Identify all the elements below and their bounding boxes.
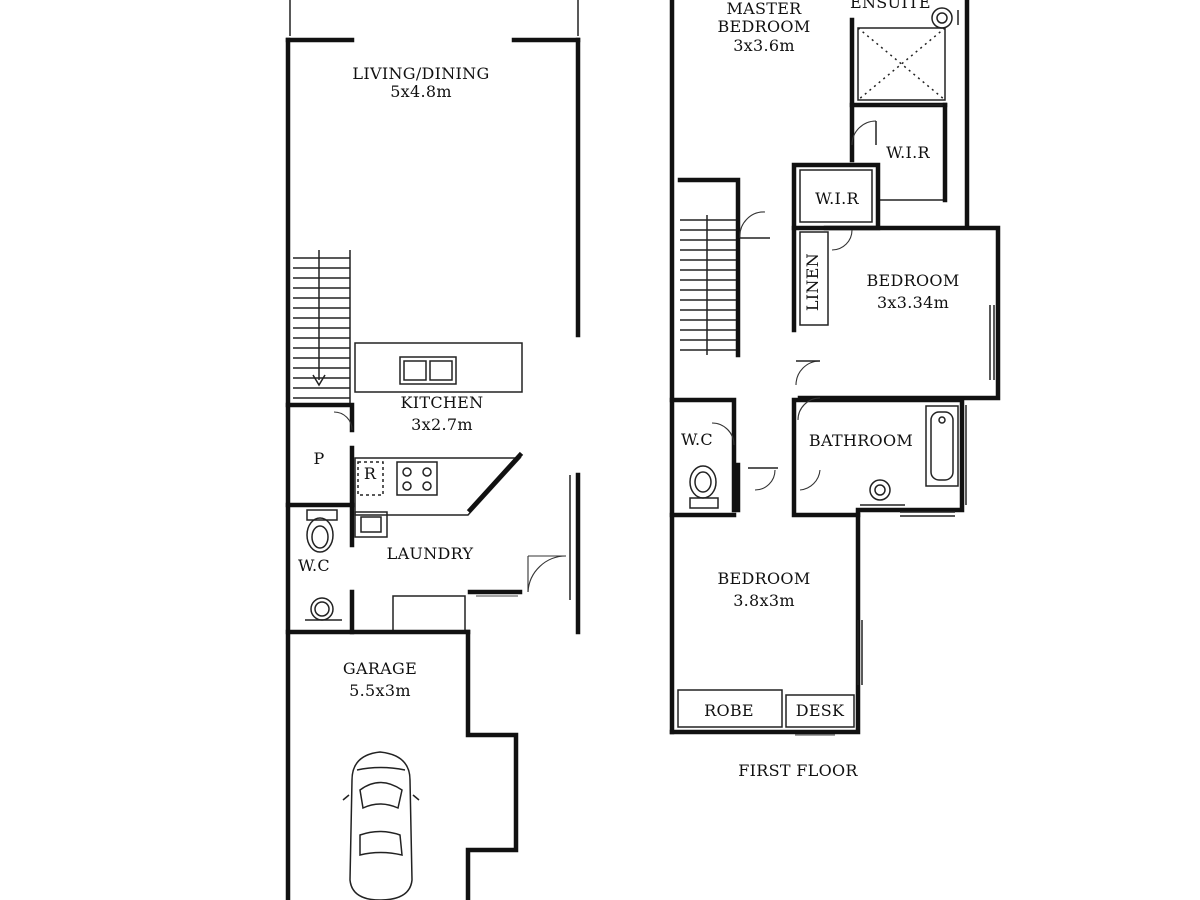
living-dining-label: LIVING/DINING 5x4.8m: [352, 64, 490, 102]
first-wc-label: W.C: [681, 430, 713, 449]
bedroom2-label: BEDROOM 3x3.34m: [866, 271, 960, 313]
living-dining-name: LIVING/DINING: [352, 64, 490, 83]
robe-label: ROBE: [704, 701, 754, 720]
ground-floor-plan: [285, 0, 581, 900]
ground-basin: [305, 597, 342, 621]
first-floor-title: FIRST FLOOR: [738, 761, 858, 780]
master-bedroom-size: 3x3.6m: [733, 35, 795, 55]
kitchen-bench: [354, 451, 524, 516]
kitchen-label: KITCHEN 3x2.7m: [400, 393, 484, 435]
bathroom-basin: [860, 479, 905, 506]
bathtub-icon: [925, 405, 959, 487]
pantry-label: P: [313, 449, 325, 468]
ground-toilet: [306, 509, 338, 553]
garage-name: GARAGE: [342, 659, 418, 678]
linen-label: LINEN: [803, 253, 822, 312]
fridge-label: R: [363, 464, 377, 483]
bathroom-label: BATHROOM: [808, 431, 914, 450]
bedroom-wir-label: W.I.R: [815, 189, 859, 208]
kitchen-name: KITCHEN: [400, 393, 484, 412]
bedroom2-name: BEDROOM: [866, 271, 960, 290]
master-wir-label: W.I.R: [886, 143, 930, 162]
ensuite-label: ENSUITE: [850, 0, 931, 12]
ground-wc-label: W.C: [298, 556, 330, 575]
car-icon: [342, 751, 420, 900]
bedroom3-size: 3.8x3m: [733, 591, 795, 611]
bedroom3-name: BEDROOM: [717, 569, 811, 588]
garage-size: 5.5x3m: [349, 681, 411, 701]
living-dining-size: 5x4.8m: [390, 82, 452, 102]
master-bedroom-name-line2: BEDROOM: [717, 17, 811, 37]
bedroom2-size: 3x3.34m: [876, 293, 950, 313]
first-floor-plan: [669, 0, 1001, 736]
desk-label: DESK: [795, 701, 845, 720]
kitchen-island: [354, 342, 523, 393]
garage-label: GARAGE 5.5x3m: [342, 659, 418, 701]
kitchen-size: 3x2.7m: [411, 415, 473, 435]
master-bedroom-name-line1: MASTER: [726, 0, 802, 18]
first-floor-stairs: [677, 177, 770, 358]
laundry-label: LAUNDRY: [386, 544, 474, 563]
first-floor-toilet: [689, 465, 719, 509]
master-bedroom-label: MASTER BEDROOM 3x3.6m: [717, 0, 810, 55]
ground-stairs: [293, 250, 351, 405]
bedroom3-label: BEDROOM 3.8x3m: [717, 569, 811, 611]
